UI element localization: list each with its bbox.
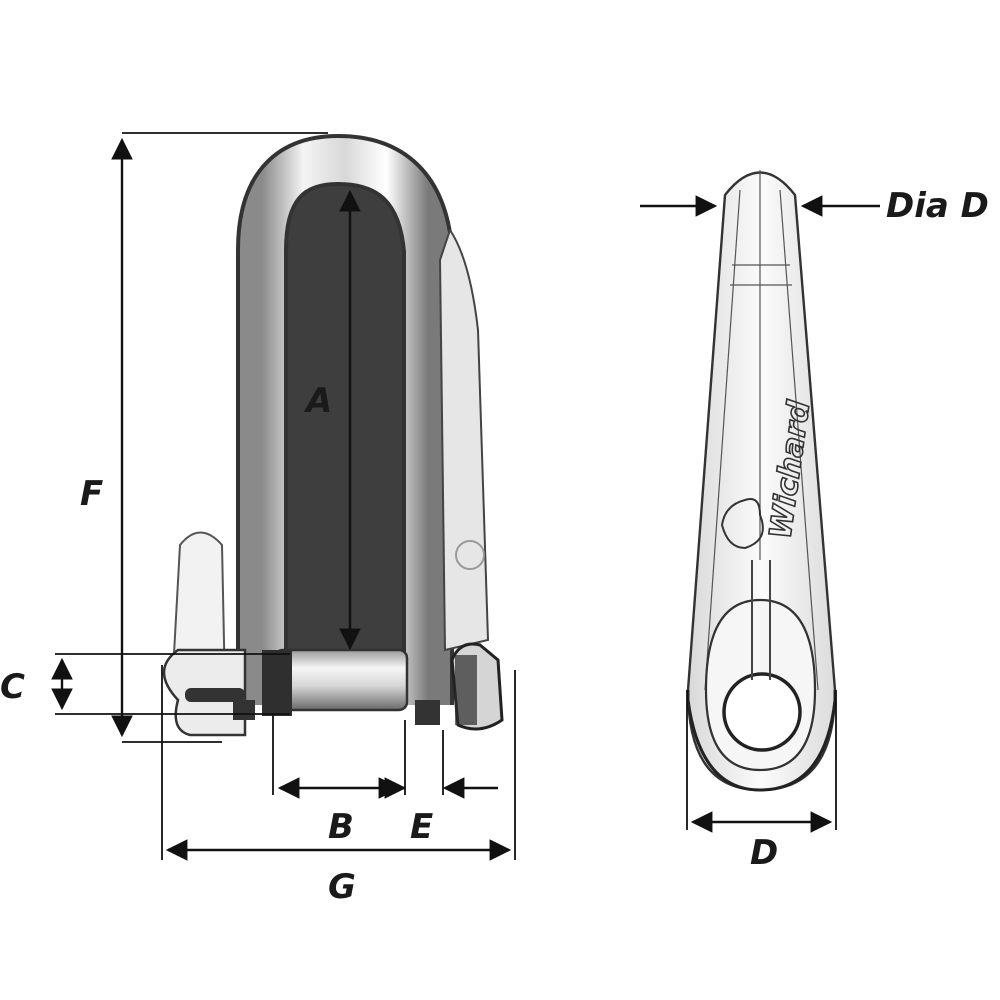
front-dimensions: F A C B E G: [0, 132, 516, 907]
dim-label-a: A: [303, 381, 332, 421]
side-body-inner-left: [704, 189, 741, 691]
dim-label-dia-d: Dia D: [886, 186, 989, 226]
side-dimensions: Dia D D: [640, 186, 989, 873]
shackle-rear-arm: [438, 227, 490, 652]
dim-label-b: B: [328, 807, 354, 847]
side-pin-hole: [722, 672, 802, 752]
side-cradle: [686, 690, 837, 792]
shackle-body-highlight: [240, 137, 450, 705]
shackle-front-view: [162, 133, 504, 737]
pin-shaft: [273, 648, 409, 712]
shackle-stamp-mark: [455, 540, 485, 570]
dim-label-g: G: [328, 867, 356, 907]
pin-bow-collar: [233, 700, 255, 720]
pin-shaft-shadow: [262, 650, 292, 716]
side-pin-slot: [751, 560, 771, 680]
dim-label-f: F: [80, 474, 103, 514]
dim-label-c: C: [0, 667, 25, 707]
pin-end-collar: [415, 700, 440, 725]
side-body-inner-right: [779, 189, 819, 691]
shackle-inner-shadow: [262, 180, 402, 700]
pin-end-nut-dark: [455, 655, 477, 725]
shackle-side-view: Wichard: [686, 170, 837, 792]
pin-bow-slot: [185, 688, 245, 702]
dim-label-d: D: [750, 833, 778, 873]
dim-label-e: E: [410, 807, 433, 847]
brand-logo-mark: [720, 498, 764, 550]
